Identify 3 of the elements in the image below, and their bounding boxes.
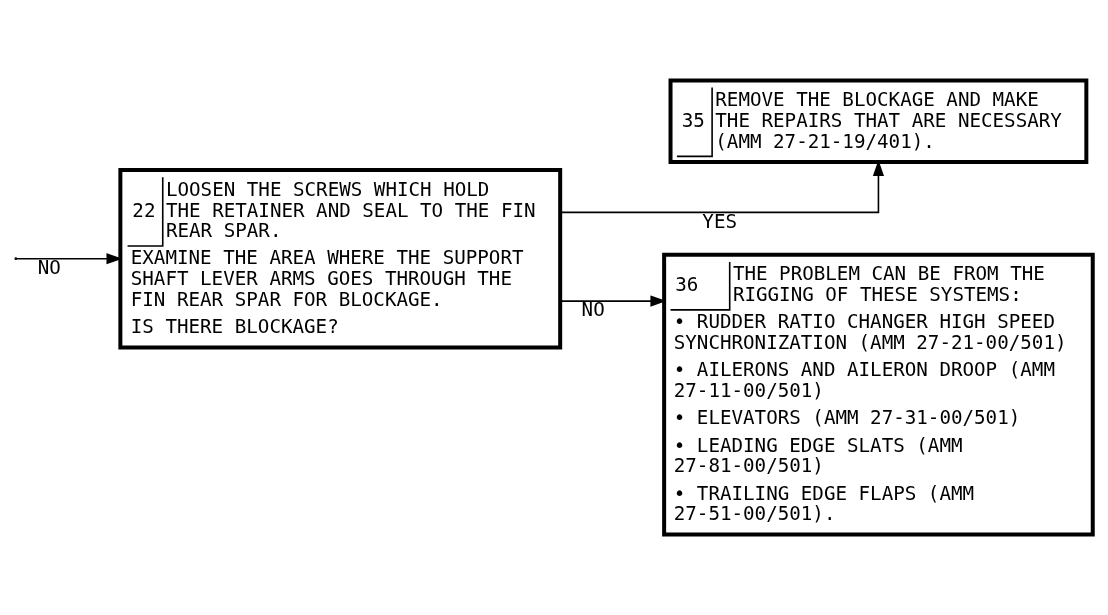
edge-label: YES [702,209,738,233]
edge-label: NO [581,298,605,322]
edge-label: NO [37,256,61,280]
